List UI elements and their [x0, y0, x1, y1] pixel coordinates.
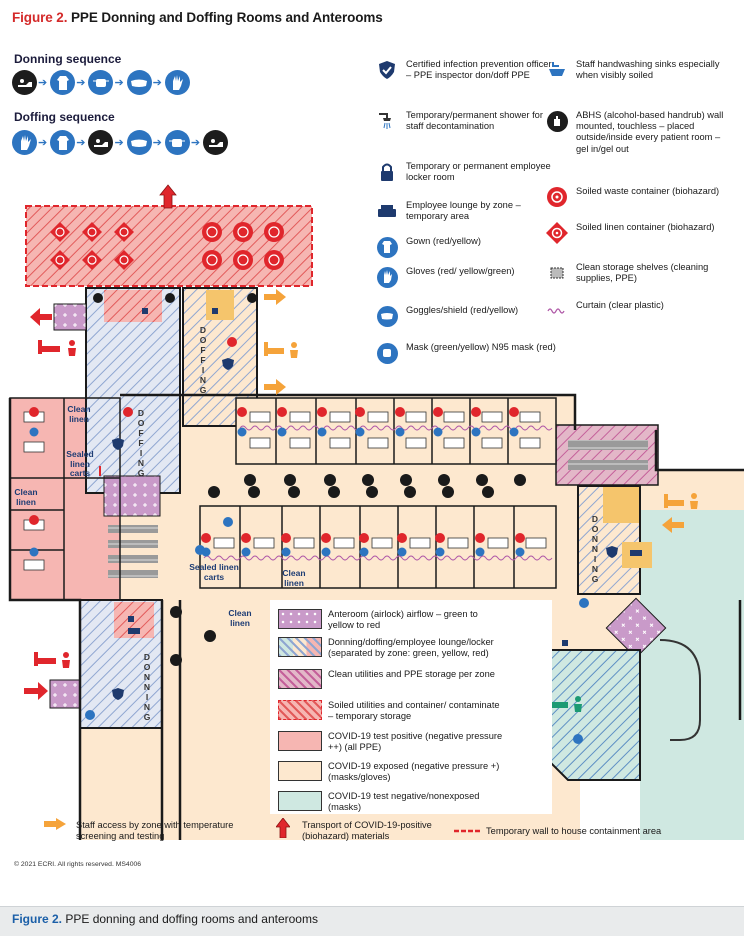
figure-title: Figure 2. PPE Donning and Doffing Rooms …	[12, 10, 383, 25]
sealed-linen-carts-label: Sealed linen carts	[189, 562, 239, 582]
orange-arrow-icon	[44, 818, 66, 830]
clean-linen-label: Clean linen	[67, 404, 91, 424]
lock-icon	[376, 161, 398, 183]
donning-label-right: DONNING	[590, 514, 600, 584]
biohazard-icons-top	[50, 222, 284, 270]
shower-icon	[376, 110, 398, 132]
donning-sequence: ➔ ➔ ➔ ➔	[12, 70, 190, 95]
handwash-icon	[12, 70, 37, 95]
sealed-linen-carts-label: Sealed linen carts	[66, 449, 94, 478]
gloves-icon	[376, 266, 398, 288]
doffing-label-right: DOFFING	[198, 325, 208, 395]
donning-sequence-label: Donning sequence	[14, 52, 122, 66]
handwash-icon	[203, 130, 229, 155]
biohazard-waste-icon	[546, 186, 568, 208]
clean-linen-label: Clean linen	[282, 568, 306, 588]
gown-icon	[50, 70, 76, 95]
figure-number: Figure 2.	[12, 10, 68, 25]
dashed-wall-icon	[454, 829, 480, 833]
shelves-icon	[546, 262, 568, 284]
donning-label-left: DONNING	[142, 652, 152, 722]
goggles-icon	[126, 130, 152, 155]
clean-linen-label: Clean linen	[228, 608, 252, 628]
figure-title-text: PPE Donning and Doffing Rooms and Antero…	[67, 10, 383, 25]
doffing-sequence: ➔ ➔ ➔ ➔ ➔	[12, 130, 229, 155]
biohazard-linen-icon	[546, 222, 568, 244]
copyright: © 2021 ECRI. All rights reserved. MS4006	[14, 861, 142, 868]
goggles-icon	[126, 70, 152, 95]
caption-figure-number: Figure 2.	[12, 912, 63, 926]
caption-text: PPE donning and doffing rooms and antero…	[62, 912, 318, 926]
gloves-icon	[12, 130, 37, 155]
gown-icon	[376, 236, 398, 258]
goggles-icon	[376, 305, 398, 327]
up-arrow-icon	[159, 184, 177, 209]
figure-caption: Figure 2. PPE donning and doffing rooms …	[12, 912, 318, 926]
clean-linen-label: Clean linen	[14, 487, 38, 507]
curtain-icon	[546, 300, 568, 322]
doffing-sequence-label: Doffing sequence	[14, 110, 115, 124]
sink-icon	[546, 59, 568, 81]
figure-card: Figure 2. PPE Donning and Doffing Rooms …	[0, 0, 744, 907]
sanitizer-icon	[546, 110, 568, 132]
gown-icon	[50, 130, 76, 155]
red-up-arrow-icon	[276, 818, 290, 838]
shield-icon	[376, 59, 398, 81]
sofa-icon	[376, 200, 398, 222]
mask-icon	[376, 342, 398, 364]
mask-icon	[164, 130, 190, 155]
handwash-icon	[88, 130, 114, 155]
mask-icon	[88, 70, 114, 95]
doffing-label-left: DOFFING	[136, 408, 146, 478]
gloves-icon	[164, 70, 190, 95]
